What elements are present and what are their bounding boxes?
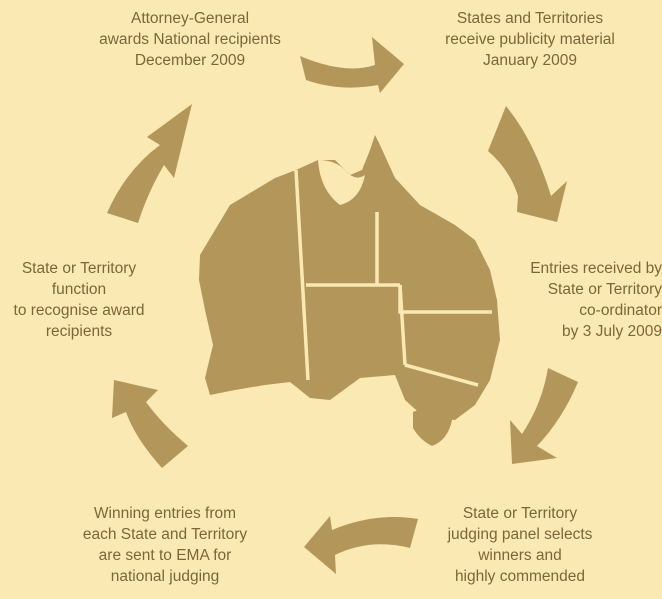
- arrow-bottom: [304, 516, 418, 574]
- step-4-line-4: highly commended: [454, 568, 586, 585]
- step-4-text: State or Territory judging panel selects…: [420, 503, 620, 587]
- step-4-line-1: State or Territory: [462, 505, 578, 522]
- step-3-text: Entries received by State or Territory c…: [520, 258, 662, 342]
- step-2-line-2: receive publicity material: [445, 31, 615, 48]
- step-3-line-3: co-ordinator: [579, 302, 662, 319]
- step-1-text: Attorney-General awards National recipie…: [90, 8, 290, 71]
- step-6-line-4: recipients: [45, 323, 113, 340]
- step-3-line-1: Entries received by: [530, 260, 662, 277]
- step-4-line-2: judging panel selects: [447, 526, 593, 543]
- arrow-upper-left: [107, 104, 192, 223]
- state-borders: [294, 169, 492, 387]
- step-2-text: States and Territories receive publicity…: [430, 8, 630, 71]
- arrow-lower-left: [112, 380, 188, 468]
- arrow-upper-right: [488, 106, 567, 222]
- step-6-text: State or Territory function to recognise…: [0, 258, 158, 342]
- step-1-line-3: December 2009: [134, 52, 246, 69]
- step-5-text: Winning entries from each State and Terr…: [60, 503, 270, 587]
- arrow-top: [300, 37, 404, 93]
- step-6-line-3: to recognise award: [13, 302, 145, 319]
- step-2-line-1: States and Territories: [456, 10, 604, 27]
- cycle-arrows: [107, 37, 578, 574]
- gulf-cutout: [318, 160, 365, 205]
- step-5-line-3: are sent to EMA for: [98, 547, 232, 564]
- step-5-line-4: national judging: [110, 568, 220, 585]
- step-4-line-3: winners and: [478, 547, 562, 564]
- step-5-line-1: Winning entries from: [93, 505, 237, 522]
- arrow-lower-right: [510, 368, 578, 464]
- step-3-line-2: State or Territory: [547, 281, 662, 298]
- step-1-line-2: awards National recipients: [99, 31, 281, 48]
- australia-map: [199, 135, 500, 446]
- australia-mainland: [199, 135, 500, 420]
- step-1-line-1: Attorney-General: [130, 10, 250, 27]
- step-6-line-1: State or Territory: [21, 260, 137, 277]
- step-6-line-2: function: [51, 281, 107, 298]
- step-3-line-4: by 3 July 2009: [562, 323, 662, 340]
- step-2-line-3: January 2009: [483, 52, 577, 69]
- step-5-line-2: each State and Territory: [82, 526, 248, 543]
- tasmania: [413, 407, 452, 446]
